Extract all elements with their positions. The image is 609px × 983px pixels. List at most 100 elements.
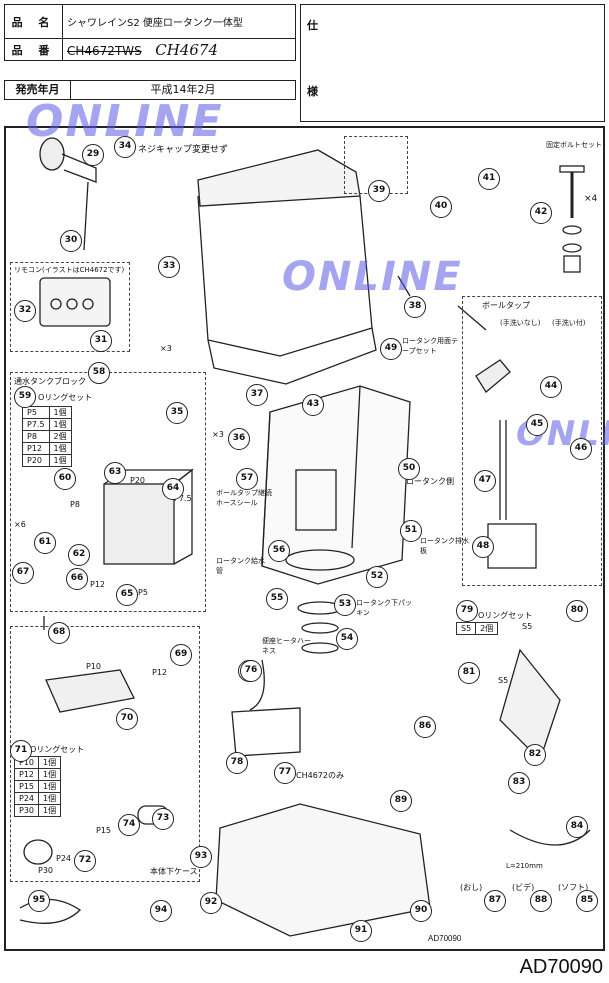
part-callout-95: 95 (28, 890, 50, 912)
part-callout-43: 43 (302, 394, 324, 416)
part-callout-54: 54 (336, 628, 358, 650)
part-callout-33: 33 (158, 256, 180, 278)
part-callout-91: 91 (350, 920, 372, 942)
part-callout-82: 82 (524, 744, 546, 766)
release-date-label: 発売年月 (5, 81, 71, 99)
label-p30: P30 (38, 866, 54, 875)
oring-qty: 2個 (48, 430, 72, 443)
part-callout-94: 94 (150, 900, 172, 922)
label-remote: リモコン(イラストはCH4672です) (14, 266, 125, 274)
watermark-2: ONLINE (282, 254, 463, 300)
part-callout-58: 58 (88, 362, 110, 384)
label-ball-tap: ボールタップ (482, 301, 530, 310)
part-callout-81: 81 (458, 662, 480, 684)
part-callout-70: 70 (116, 708, 138, 730)
part-callout-56: 56 (268, 540, 290, 562)
label-p12-b: P12 (152, 668, 168, 677)
part-callout-60: 60 (54, 468, 76, 490)
part-callout-87: 87 (484, 890, 506, 912)
part-callout-80: 80 (566, 600, 588, 622)
label-s5-b: S5 (498, 676, 509, 685)
part-callout-83: 83 (508, 772, 530, 794)
part-callout-78: 78 (226, 752, 248, 774)
part-callout-39: 39 (368, 180, 390, 202)
label-ch4672-only: CH4672のみ (296, 771, 344, 780)
oring-size: P20 (22, 454, 50, 467)
part-callout-69: 69 (170, 644, 192, 666)
part-callout-84: 84 (566, 816, 588, 838)
label-opt-oshi: (おし) (460, 883, 483, 892)
part-callout-38: 38 (404, 296, 426, 318)
part-callout-37: 37 (246, 384, 268, 406)
exploded-diagram-frame (4, 126, 605, 951)
header-table: 品 名 シャワレインS2 便座ロータンク一体型 品 番 CH4672TWS CH… (4, 4, 296, 61)
oring-qty: 1個 (38, 780, 62, 793)
ball-tap-box (462, 296, 602, 586)
label-tank-tape: ロータンク用面テープセット (402, 337, 458, 355)
oring-qty: 1個 (38, 768, 62, 781)
part-callout-53: 53 (334, 594, 356, 616)
release-date-value: 平成14年2月 (150, 83, 216, 96)
label-ball-seal: ボールタップ継続ホースシール (216, 489, 272, 507)
model-number-value: CH4672TWS (67, 43, 142, 58)
part-callout-30: 30 (60, 230, 82, 252)
oring-size: P12 (22, 442, 50, 455)
oring-qty: 1個 (48, 442, 72, 455)
oring-size: P5 (22, 406, 50, 419)
oring-qty: 1個 (48, 406, 72, 419)
oring-qty: 1個 (38, 804, 62, 817)
part-callout-68: 68 (48, 622, 70, 644)
oring-qty: 2個 (475, 622, 499, 635)
part-callout-71: 71 (10, 740, 32, 762)
oring-size: P12 (13, 768, 40, 781)
label-tank-feed: ロータンク給水管 (216, 557, 265, 575)
part-callout-66: 66 (66, 568, 88, 590)
oring-size: P15 (13, 780, 40, 793)
label-tank-side: ロータンク側 (406, 477, 454, 486)
part-callout-57: 57 (236, 468, 258, 490)
part-callout-55: 55 (266, 588, 288, 610)
part-callout-65: 65 (116, 584, 138, 606)
oring-size: S5 (455, 622, 477, 635)
spec-label-2: 様 (307, 85, 318, 98)
part-callout-40: 40 (430, 196, 452, 218)
oring-qty: 1個 (48, 418, 72, 431)
label-water-block: 通水タンクブロック (14, 377, 86, 386)
part-callout-62: 62 (68, 544, 90, 566)
model-number-cell: CH4672TWS CH4674 (62, 38, 296, 61)
oring-qty: 1個 (38, 756, 62, 769)
part-callout-36: 36 (228, 428, 250, 450)
part-callout-59: 59 (14, 386, 36, 408)
release-date-row: 発売年月 平成14年2月 (4, 80, 296, 100)
part-callout-64: 64 (162, 478, 184, 500)
part-callout-31: 31 (90, 330, 112, 352)
part-callout-46: 46 (570, 438, 592, 460)
part-callout-52: 52 (366, 566, 388, 588)
label-screw-cap: ネジキャップ変更せず (138, 145, 229, 155)
spec-label-1: 仕 (307, 19, 318, 32)
part-callout-32: 32 (14, 300, 36, 322)
label-p12-a: P12 (90, 580, 106, 589)
oring-size: P8 (22, 430, 50, 443)
label-p10: P10 (86, 662, 102, 671)
product-name-label: 品 名 (4, 4, 63, 39)
part-callout-47: 47 (474, 470, 496, 492)
label-oring-71: Oリングセット (30, 745, 85, 754)
part-callout-34: 34 (114, 136, 136, 158)
part-callout-86: 86 (414, 716, 436, 738)
part-callout-42: 42 (530, 202, 552, 224)
part-callout-50: 50 (398, 458, 420, 480)
doc-code: AD70090 (519, 956, 603, 978)
label-body-case: 本体下ケース (150, 867, 198, 876)
